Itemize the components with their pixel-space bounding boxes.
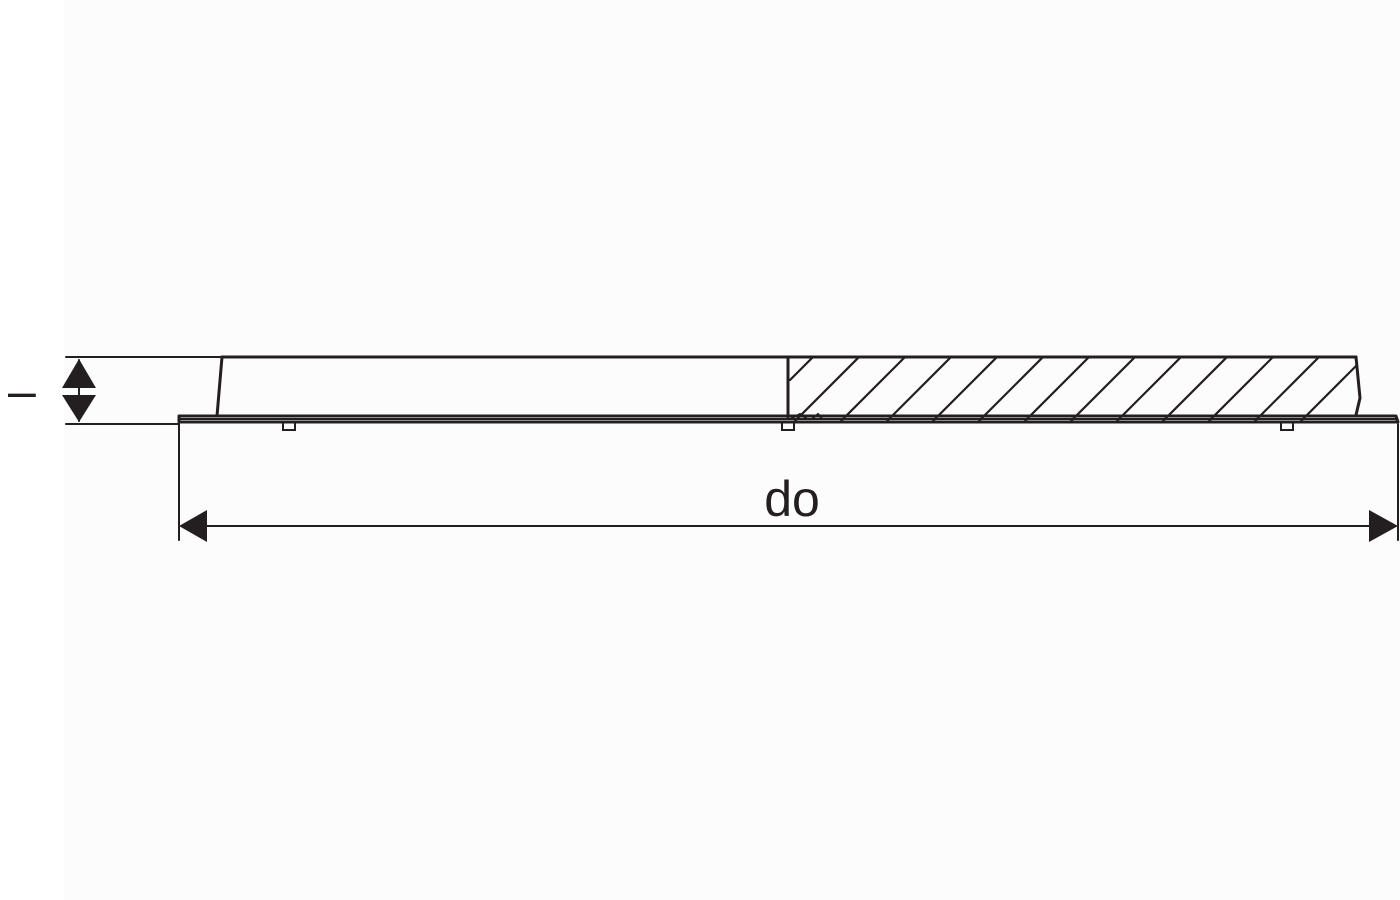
lug-center <box>781 422 795 431</box>
lug-right <box>1280 422 1294 431</box>
lug-left <box>282 422 296 431</box>
diameter-dimension: do <box>178 423 1399 542</box>
height-arrow-up <box>62 359 96 388</box>
part-section <box>177 355 1400 431</box>
diameter-label: do <box>764 471 820 527</box>
diameter-arrow-left <box>179 510 207 542</box>
part-right-taper <box>1354 355 1362 417</box>
drawing-background <box>64 0 1400 900</box>
diameter-arrow-right <box>1369 510 1398 542</box>
part-left-taper <box>215 355 224 418</box>
height-label: – <box>8 363 36 419</box>
height-arrow-down <box>62 395 96 422</box>
seal-detail <box>791 412 906 420</box>
height-dimension: – <box>8 356 223 425</box>
section-hatching <box>788 357 1360 423</box>
